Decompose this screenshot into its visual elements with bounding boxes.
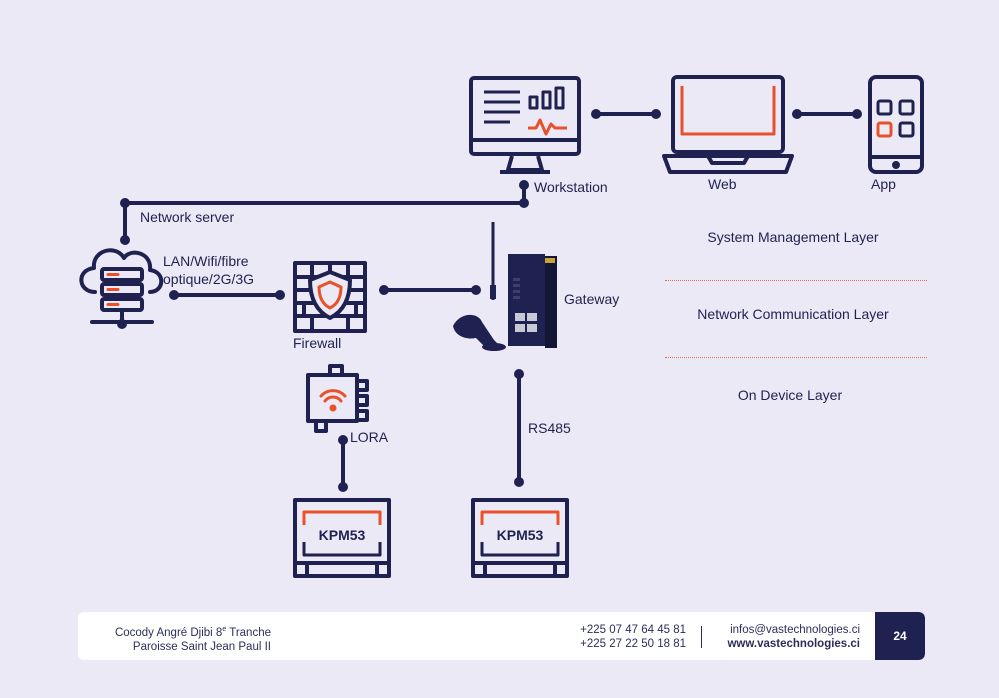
kpm53-right-icon [471, 498, 569, 578]
lora-label: LORA [350, 429, 389, 445]
web-label: Web [708, 176, 737, 192]
footer-address: Cocody Angré Djibi 8e Tranche Paroisse S… [96, 623, 271, 654]
footer-contact: infos@vastechnologies.ci www.vastechnolo… [714, 623, 860, 651]
smartphone-icon [868, 75, 924, 174]
gateway-icon [453, 222, 557, 351]
footer-divider [701, 626, 702, 648]
kpm53-left-icon [293, 498, 391, 578]
cloud-server-icon [79, 248, 164, 329]
connectivity-label: LAN/Wifi/fibre optique/2G/3G [163, 252, 254, 288]
firewall-label: Firewall [293, 335, 342, 351]
connectivity-label-line1: LAN/Wifi/fibre [163, 253, 249, 269]
lora-module-icon [306, 364, 369, 433]
footer-address-line1: Cocody Angré Djibi 8e Tranche [114, 626, 271, 639]
firewall-icon [293, 261, 367, 333]
footer-website[interactable]: www.vastechnologies.ci [727, 638, 860, 650]
connectivity-label-line2: optique/2G/3G [163, 271, 255, 287]
layer-on-device: On Device Layer [737, 387, 843, 403]
gateway-label: Gateway [564, 291, 620, 307]
footer-address-line2: Paroisse Saint Jean Paul II [132, 640, 271, 653]
network-server-label: Network server [140, 209, 235, 225]
architecture-diagram: KPM53 KPM53 [79, 75, 924, 578]
app-label: App [871, 176, 896, 192]
workstation-label: Workstation [534, 179, 608, 195]
layer-network-communication: Network Communication Layer [697, 306, 889, 322]
page-footer: Cocody Angré Djibi 8e Tranche Paroisse S… [78, 612, 925, 660]
kpm-right-label: KPM53 [497, 527, 544, 543]
workstation-icon [469, 76, 581, 174]
laptop-icon [662, 75, 794, 174]
footer-email[interactable]: infos@vastechnologies.ci [730, 624, 860, 636]
page-number: 24 [875, 612, 925, 660]
rs485-label: RS485 [528, 420, 571, 436]
layer-separator [665, 357, 927, 358]
layer-separator [665, 280, 927, 281]
footer-phone-1: +225 07 47 64 45 81 [580, 624, 686, 636]
footer-phones: +225 07 47 64 45 81 +225 27 22 50 18 81 [546, 623, 686, 651]
layer-system-management: System Management Layer [707, 229, 879, 245]
kpm-left-label: KPM53 [319, 527, 366, 543]
footer-phone-2: +225 27 22 50 18 81 [580, 638, 686, 650]
